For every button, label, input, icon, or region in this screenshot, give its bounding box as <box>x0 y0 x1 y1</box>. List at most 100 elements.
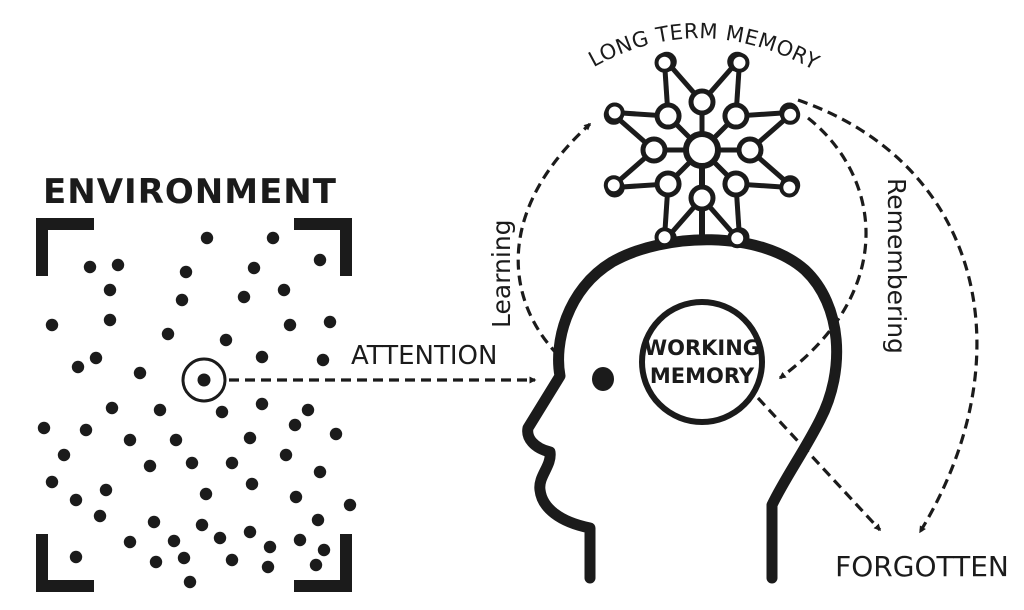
stimulus-dot <box>237 290 251 304</box>
stimulus-dot <box>195 518 209 532</box>
forgotten-label: FORGOTTEN <box>835 550 1009 583</box>
stimulus-dot <box>289 490 303 504</box>
stimulus-dot <box>169 433 183 447</box>
neuron-core <box>683 131 721 169</box>
stimulus-dot <box>45 318 59 332</box>
neuron-terminal <box>779 177 800 198</box>
neuron-node <box>722 102 750 130</box>
working-memory-label-line1: WORKING <box>644 336 760 360</box>
stimulus-dot <box>99 483 113 497</box>
neuron-terminal <box>729 52 750 73</box>
stimulus-dot <box>57 448 71 462</box>
stimulus-dot <box>293 533 307 547</box>
stimulus-dot <box>329 427 343 441</box>
stimulus-dot <box>245 477 259 491</box>
stimulus-dot <box>103 283 117 297</box>
stimulus-dot <box>37 421 51 435</box>
stimulus-dot <box>177 551 191 565</box>
neuron-node <box>688 184 716 212</box>
stimulus-dot <box>313 465 327 479</box>
stimulus-dot <box>263 540 277 554</box>
neuron-terminal <box>654 227 675 248</box>
stimulus-dot <box>183 575 197 589</box>
neuron-node <box>640 136 668 164</box>
stimulus-dot <box>279 448 293 462</box>
stimulus-dot <box>283 318 297 332</box>
stimulus-dot <box>215 405 229 419</box>
stimulus-dot <box>149 555 163 569</box>
neuron-network-icon <box>603 51 801 249</box>
stimulus-dot <box>123 535 137 549</box>
stimulus-dot <box>255 350 269 364</box>
stimulus-dot <box>288 418 302 432</box>
stimulus-dot <box>266 231 280 245</box>
stimulus-dot <box>301 403 315 417</box>
stimulus-dot <box>313 253 327 267</box>
stimulus-dot <box>343 498 357 512</box>
stimulus-dot <box>317 543 331 557</box>
stimulus-dot <box>277 283 291 297</box>
stimulus-dot <box>161 327 175 341</box>
stimulus-dot <box>225 456 239 470</box>
stimulus-dot <box>83 260 97 274</box>
stimulus-dot <box>103 313 117 327</box>
stimulus-dot <box>111 258 125 272</box>
stimulus-dot <box>153 403 167 417</box>
stimulus-dot <box>179 265 193 279</box>
stimulus-dot <box>323 315 337 329</box>
stimulus-dot <box>243 431 257 445</box>
neuron-node <box>736 136 764 164</box>
stimulus-dot <box>69 550 83 564</box>
eye-dot-icon <box>592 367 614 391</box>
stimulus-dot <box>225 553 239 567</box>
stimulus-dot <box>89 351 103 365</box>
stimulus-dot <box>167 534 181 548</box>
stimulus-dot <box>199 487 213 501</box>
stimulus-dot <box>147 515 161 529</box>
stimulus-dot <box>255 397 269 411</box>
ltm-forgetting-arrow <box>797 98 979 534</box>
focus-target-icon <box>181 357 227 403</box>
stimulus-dot <box>200 231 214 245</box>
neuron-terminal <box>780 104 801 125</box>
neuron-node <box>688 88 716 116</box>
stimulus-dot <box>79 423 93 437</box>
neuron-terminal <box>654 52 675 73</box>
stimulus-dot <box>213 531 227 545</box>
stimulus-dot <box>309 558 323 572</box>
stimulus-dot <box>105 401 119 415</box>
neuron-node <box>722 170 750 198</box>
neuron-terminal <box>603 175 624 196</box>
stimulus-dot <box>247 261 261 275</box>
neuron-terminal <box>727 228 748 249</box>
human-head-profile-icon <box>522 234 843 584</box>
stimulus-dot <box>123 433 137 447</box>
stimulus-dot <box>219 333 233 347</box>
stimulus-dot <box>133 366 147 380</box>
stimulus-dot <box>261 560 275 574</box>
working-memory-label-line2: MEMORY <box>650 364 755 388</box>
environment-title: ENVIRONMENT <box>43 172 337 212</box>
environment-frame <box>36 218 352 592</box>
stimulus-dot <box>93 509 107 523</box>
stimulus-dot <box>243 525 257 539</box>
remembering-arrow <box>778 116 868 380</box>
stimulus-dot <box>143 459 157 473</box>
stimulus-dot <box>175 293 189 307</box>
environment-stimuli <box>37 231 357 589</box>
stimulus-dot <box>316 353 330 367</box>
stimulus-dot <box>71 360 85 374</box>
remembering-label: Remembering <box>882 178 911 354</box>
learning-label: Learning <box>487 219 516 328</box>
neuron-node <box>654 170 682 198</box>
stimulus-dot <box>311 513 325 527</box>
stimulus-dot <box>185 456 199 470</box>
working-memory: WORKING MEMORY <box>639 299 765 425</box>
long-term-memory-title: LONG TERM MEMORY <box>584 19 823 75</box>
wm-forgetting-arrow <box>756 396 882 532</box>
attention-label: ATTENTION <box>351 341 497 371</box>
stimulus-dot <box>45 475 59 489</box>
neuron-terminal <box>604 102 625 123</box>
stimulus-dot <box>69 493 83 507</box>
neuron-node <box>654 102 682 130</box>
